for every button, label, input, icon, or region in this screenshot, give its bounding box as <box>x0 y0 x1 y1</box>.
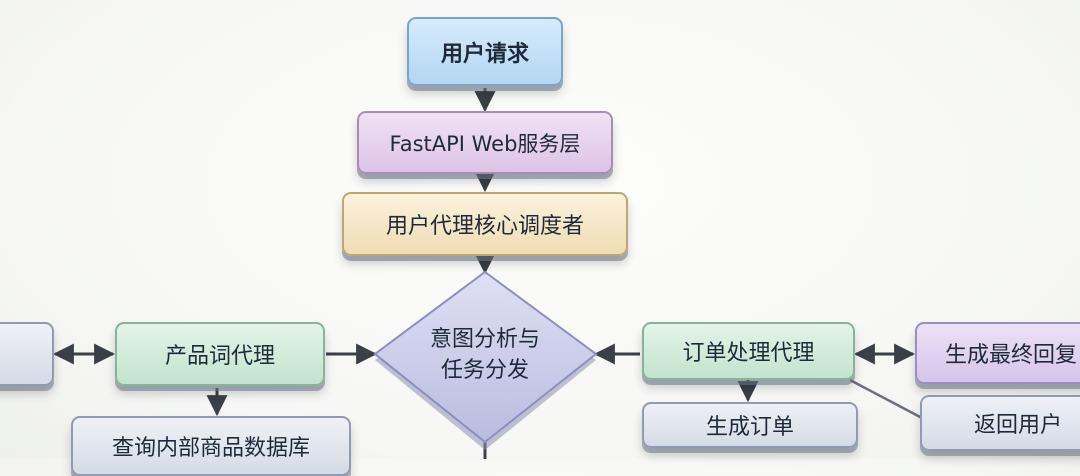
flowchart-canvas <box>52 88 923 459</box>
core-scheduler-label: 用户代理核心调度者 <box>385 214 584 239</box>
intent-label-line1: 意图分析与 <box>429 327 540 352</box>
fastapi-layer-node: FastAPI Web服务层 <box>357 111 613 174</box>
product-agent-label: 产品词代理 <box>164 344 275 369</box>
return-user-label: 返回用户 <box>974 413 1063 438</box>
left-offscreen-node <box>0 322 54 386</box>
intent-decision-diamond <box>373 270 598 444</box>
line-order-to-return <box>849 378 923 420</box>
query-db-label: 查询内部商品数据库 <box>111 436 310 461</box>
fastapi-layer-label: FastAPI Web服务层 <box>389 131 581 156</box>
product-agent-node: 产品词代理 <box>115 322 325 386</box>
core-scheduler-node: 用户代理核心调度者 <box>342 192 628 256</box>
order-agent-node: 订单处理代理 <box>642 322 855 380</box>
final-reply-label: 生成最终回复 <box>945 343 1078 368</box>
intent-label-line2: 任务分发 <box>440 358 529 383</box>
create-order-node: 生成订单 <box>642 402 858 448</box>
create-order-label: 生成订单 <box>705 415 794 440</box>
user-request-node: 用户请求 <box>407 17 563 86</box>
return-user-node: 返回用户 <box>920 395 1080 451</box>
query-db-node: 查询内部商品数据库 <box>71 416 351 476</box>
final-reply-node: 生成最终回复 <box>915 322 1080 384</box>
order-agent-label: 订单处理代理 <box>682 341 815 366</box>
user-request-label: 用户请求 <box>440 41 529 67</box>
intent-decision-label: 意图分析与 任务分发 <box>405 323 565 387</box>
